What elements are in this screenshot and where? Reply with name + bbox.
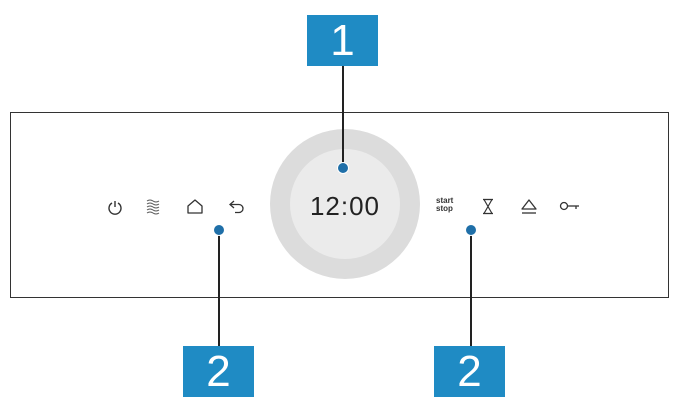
leader-line-right: [470, 229, 472, 347]
callout-1-number: 1: [330, 15, 355, 65]
callout-2-left: 2: [183, 346, 254, 397]
home-icon[interactable]: [186, 198, 204, 215]
eject-icon[interactable]: [520, 198, 538, 215]
start-stop-button[interactable]: start stop: [436, 197, 453, 213]
callout-2-right-number: 2: [457, 346, 482, 396]
callout-dot-display: [337, 162, 349, 174]
stop-label: stop: [436, 204, 453, 213]
callout-2-left-number: 2: [206, 346, 231, 396]
callout-dot-right: [465, 224, 477, 236]
callout-1: 1: [307, 15, 378, 66]
start-label: start: [436, 196, 454, 205]
leader-line-display: [342, 66, 344, 167]
back-icon[interactable]: [228, 198, 246, 215]
power-icon[interactable]: [107, 199, 123, 215]
leader-line-left: [218, 229, 220, 347]
dial-display: 12:00: [290, 149, 400, 259]
hourglass-icon[interactable]: [482, 198, 494, 215]
clock-time: 12:00: [309, 190, 381, 221]
key-icon[interactable]: [559, 200, 581, 212]
hot-air-icon[interactable]: [145, 198, 161, 216]
callout-dot-left: [213, 224, 225, 236]
callout-2-right: 2: [434, 346, 505, 397]
